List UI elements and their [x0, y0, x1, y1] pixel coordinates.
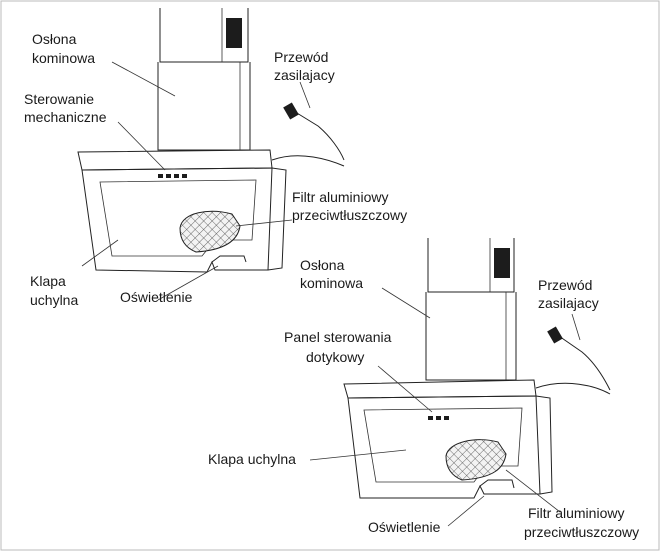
top-hood-glass: [81, 167, 273, 273]
bottom-hood: [343, 238, 611, 499]
top-power-cord-label-2: zasilajacy: [274, 67, 335, 83]
top-chimney-cover-label: Osłona: [32, 31, 77, 47]
bottom-chimney-cover-label: Osłona: [300, 257, 345, 273]
top-filter-label-2: przeciwtłuszczowy: [292, 207, 407, 223]
bottom-chimney-upper: [427, 238, 515, 293]
bottom-aluminium-filter: [445, 439, 507, 481]
top-chimney-cover-label-2: kominowa: [32, 50, 95, 66]
labels: Osłona kominowa Sterowanie mechaniczne P…: [24, 31, 639, 540]
bottom-touch-panel-label: Panel sterowania: [284, 329, 392, 345]
top-chimney-dark-panel: [226, 18, 242, 48]
top-chimney-upper: [159, 8, 249, 63]
top-mechanical-controls: [158, 174, 187, 178]
bottom-touch-panel: [428, 416, 449, 420]
top-mechanical-control-label: Sterowanie: [24, 91, 94, 107]
bottom-power-cord-label-2: zasilajacy: [538, 295, 599, 311]
top-power-cord-label: Przewód: [274, 49, 328, 65]
bottom-power-cord: [535, 326, 611, 395]
bottom-chimney-lower: [425, 292, 517, 381]
top-mechanical-control-label-2: mechaniczne: [24, 109, 107, 125]
top-hood-top: [77, 149, 273, 171]
top-flap-label: Klapa: [30, 273, 66, 289]
top-power-cord: [271, 102, 345, 167]
top-chimney-lower: [157, 62, 251, 151]
bottom-filter-label: Filtr aluminiowy: [528, 505, 624, 521]
bottom-chimney-dark-panel: [494, 248, 510, 278]
bottom-hood-glass: [347, 395, 541, 499]
bottom-light: [479, 479, 515, 489]
top-flap-label-2: uchylna: [30, 292, 78, 308]
top-lighting-label: Oświetlenie: [120, 289, 193, 305]
bottom-filter-label-2: przeciwtłuszczowy: [524, 524, 639, 540]
bottom-chimney-cover-label-2: kominowa: [300, 275, 363, 291]
bottom-lighting-label: Oświetlenie: [368, 519, 441, 535]
top-filter-label: Filtr aluminiowy: [292, 189, 388, 205]
top-aluminium-filter: [179, 210, 241, 253]
bottom-flap-label: Klapa uchylna: [208, 451, 296, 467]
top-hood: [77, 8, 345, 273]
bottom-power-cord-label: Przewód: [538, 277, 592, 293]
bottom-touch-panel-label-2: dotykowy: [306, 349, 364, 365]
bottom-hood-top: [343, 379, 537, 399]
leader-lines: [81, 61, 581, 527]
top-light: [211, 255, 247, 263]
